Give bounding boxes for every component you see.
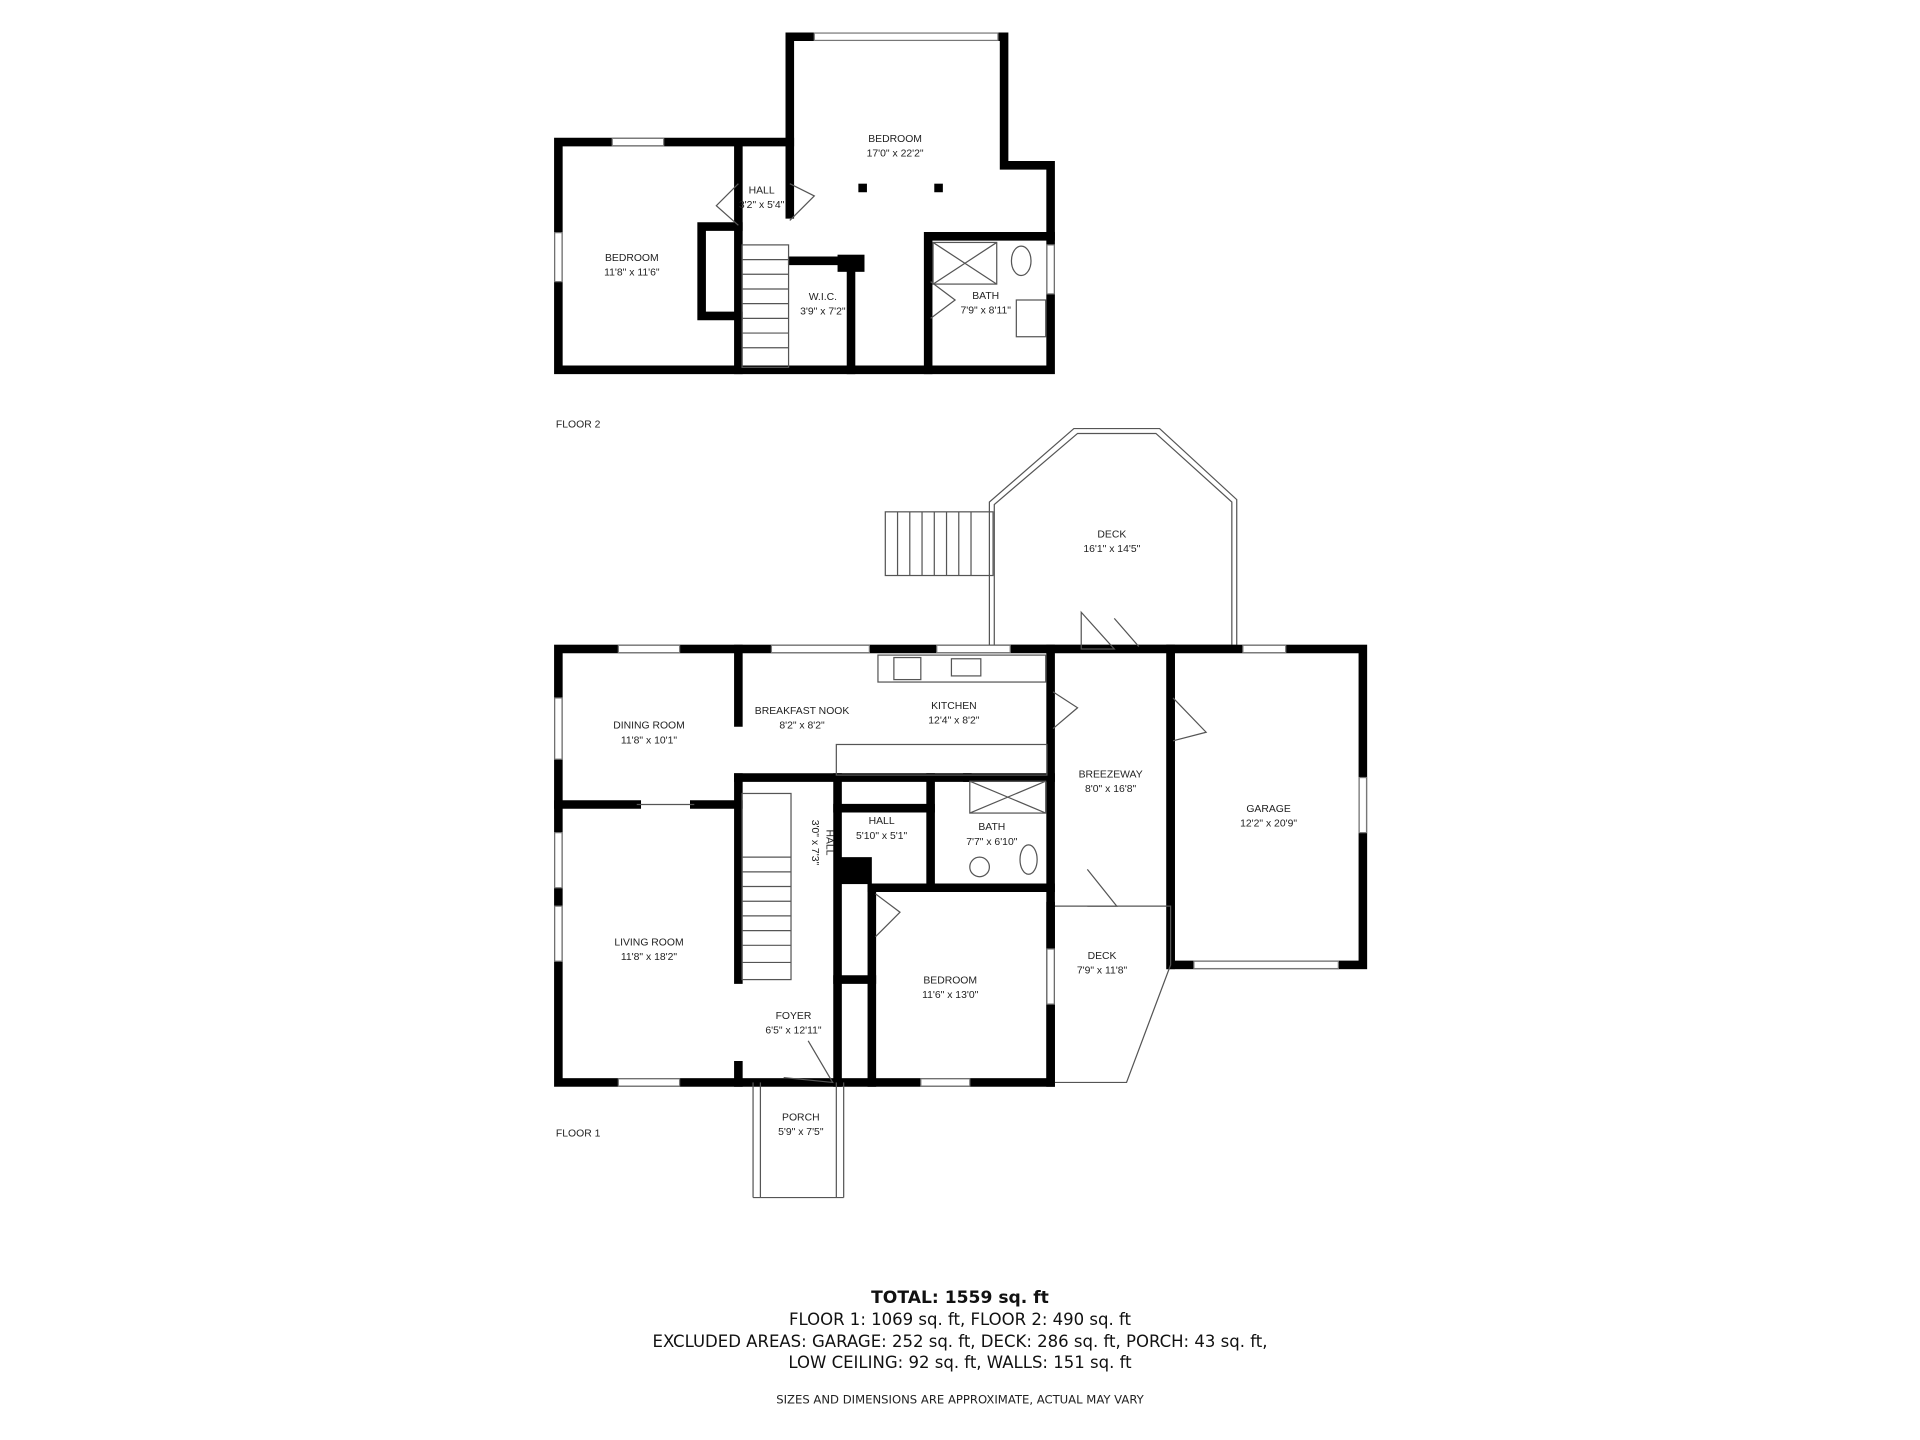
column [934, 183, 943, 193]
room-name: HALL [749, 185, 775, 196]
room-name: DECK [1088, 951, 1117, 962]
floor-1-label: FLOOR 1 [556, 1128, 601, 1139]
floor-2-label: FLOOR 2 [556, 419, 601, 430]
toilet [1010, 245, 1032, 277]
door[interactable] [715, 183, 739, 226]
room-size: 3'2" x 5'4" [739, 200, 785, 211]
window [611, 137, 665, 147]
room-size: 11'6" x 13'0" [922, 990, 979, 1001]
room-name: GARAGE [1246, 804, 1291, 815]
deck-stairs [884, 511, 994, 577]
door[interactable] [783, 1040, 834, 1084]
floor-1-plan: DECK 16'1" x 14'5" DINING ROOM 11'8" x 1… [554, 427, 1368, 1199]
floor-2-outer-wall [554, 32, 1055, 375]
room-size: 3'9" x 7'2" [800, 307, 846, 318]
room-size: 7'9" x 11'8" [1077, 965, 1128, 976]
wall [923, 232, 1055, 375]
chimney [837, 857, 872, 885]
kitchen-counter [877, 654, 1047, 683]
chimney [837, 254, 865, 272]
sink [969, 856, 990, 878]
room-name: BATH [978, 822, 1005, 833]
door[interactable] [1086, 869, 1119, 907]
area-summary: TOTAL: 1559 sq. ft FLOOR 1: 1069 sq. ft,… [653, 1288, 1268, 1406]
room-size: 11'8" x 18'2" [621, 952, 678, 963]
kitchen-island [835, 743, 1048, 776]
room-name: BEDROOM [868, 134, 922, 145]
room-name: HALL [824, 829, 835, 855]
total-area: TOTAL: 1559 sq. ft [871, 1288, 1049, 1308]
toilet [1019, 844, 1038, 875]
room-size: 3'0" x 7'3" [809, 820, 820, 866]
garage-door[interactable] [1193, 960, 1339, 970]
door[interactable] [1172, 697, 1208, 742]
room-name: BATH [972, 291, 999, 302]
closet-wall [697, 222, 743, 321]
room-size: 12'2" x 20'9" [1240, 819, 1297, 830]
room-size: 5'9" x 7'5" [778, 1127, 824, 1138]
sink [1015, 299, 1047, 338]
stairs [741, 792, 792, 981]
room-name: DINING ROOM [613, 721, 685, 732]
shower [969, 780, 1047, 814]
room-name: BREAKFAST NOOK [755, 706, 850, 717]
room-name: BEDROOM [923, 975, 977, 986]
room-size: 8'0" x 16'8" [1085, 784, 1137, 795]
room-name: DECK [1097, 530, 1126, 541]
room-name: HALL [869, 816, 895, 827]
window [554, 232, 563, 283]
door[interactable] [789, 183, 816, 221]
room-name: LIVING ROOM [614, 937, 683, 948]
room-size: 7'7" x 6'10" [966, 837, 1018, 848]
room-name: W.I.C. [809, 292, 837, 303]
room-name: BREEZEWAY [1079, 770, 1143, 781]
door[interactable] [930, 281, 957, 319]
room-size: 8'2" x 8'2" [779, 721, 825, 732]
disclaimer: SIZES AND DIMENSIONS ARE APPROXIMATE, AC… [776, 1392, 1144, 1406]
room-name: KITCHEN [931, 701, 977, 712]
window [813, 32, 999, 42]
room-size: 17'0" x 22'2" [867, 149, 924, 160]
window [1046, 244, 1055, 295]
kitchen-sink [950, 658, 982, 677]
stairs [741, 244, 790, 368]
lower-deck [1050, 905, 1172, 1084]
shower [932, 241, 998, 285]
excluded-areas-cont: LOW CEILING: 92 sq. ft, WALLS: 151 sq. f… [788, 1353, 1132, 1372]
room-name: FOYER [776, 1011, 812, 1022]
floor-areas: FLOOR 1: 1069 sq. ft, FLOOR 2: 490 sq. f… [789, 1310, 1132, 1329]
room-size: 12'4" x 8'2" [928, 716, 980, 727]
room-size: 11'8" x 11'6" [604, 268, 660, 279]
room-name: PORCH [782, 1112, 820, 1123]
floor-2-plan: BEDROOM 17'0" x 22'2" HALL 3'2" x 5'4" B… [554, 32, 1055, 430]
room-size: 5'10" x 5'1" [856, 831, 908, 842]
room-name: BEDROOM [605, 253, 659, 264]
door[interactable] [1052, 691, 1079, 730]
room-size: 7'9" x 8'11" [960, 305, 1011, 316]
excluded-areas: EXCLUDED AREAS: GARAGE: 252 sq. ft, DECK… [653, 1332, 1268, 1351]
porch [752, 1082, 845, 1199]
door[interactable] [875, 893, 901, 938]
column [858, 183, 867, 193]
door[interactable] [1080, 610, 1140, 650]
room-size: 6'5" x 12'11" [765, 1025, 822, 1036]
stove [893, 656, 922, 681]
room-size: 16'1" x 14'5" [1083, 544, 1140, 555]
room-size: 11'8" x 10'1" [621, 735, 678, 746]
